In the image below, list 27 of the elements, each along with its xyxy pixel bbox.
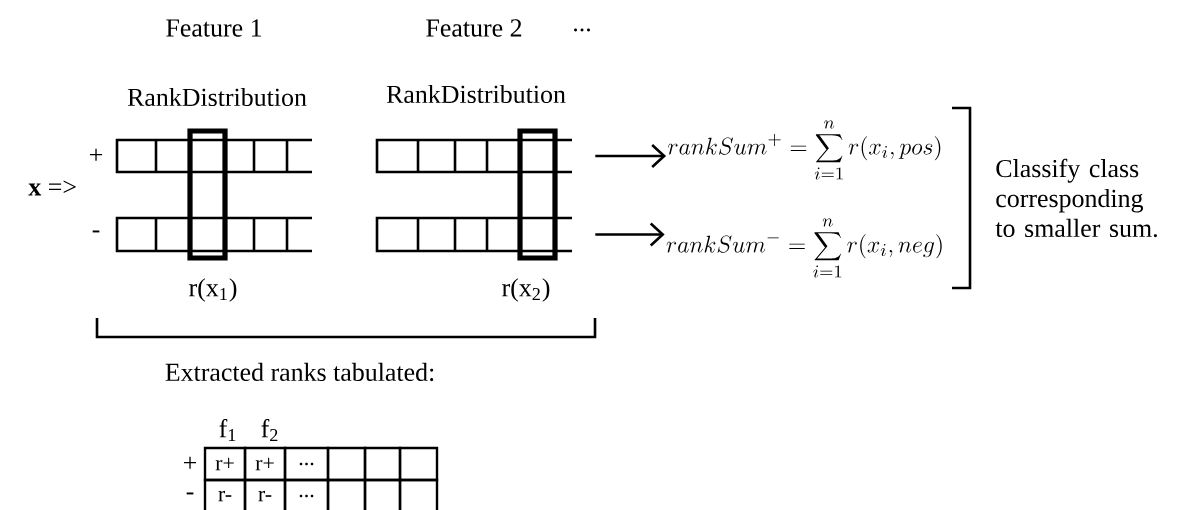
note: Classify class corresponding to smaller sum. [995,158,1157,238]
rank-row [375,138,572,174]
section-caption: Extracted ranks tabulated: [165,362,434,382]
sign-label: - [92,230,100,233]
formula: $rankSum^{-} = \sum_{i=1}^{n} r(x_i,neg)$ [666,218,942,278]
feature-label: Feature 2 [426,19,522,37]
rank-row [375,216,572,253]
table-cell: ... [283,478,330,510]
arrow [595,144,667,168]
rank-row [115,138,312,174]
table-cell: r+ [243,446,287,482]
table-cell: ... [283,446,330,482]
sign-label: - [186,492,194,495]
table-cell: r- [243,478,287,510]
table-cell: r+ [203,446,247,482]
column-header: f$_{2}$ [261,419,278,441]
row-caption: RankDistribution [127,87,307,107]
arrow [595,222,665,247]
input-label: x => [28,180,76,196]
rank-row [115,216,312,253]
ellipsis: ... [574,28,591,32]
column-header: f$_{1}$ [219,419,236,441]
sign-label: + [184,456,197,469]
sign-label: + [90,148,103,161]
table-cell: r- [203,478,247,510]
feature-label: Feature 1 [166,19,261,37]
formula: $rankSum^{+} = \sum_{i=1}^{n} r(x_i,pos)$ [668,120,941,180]
